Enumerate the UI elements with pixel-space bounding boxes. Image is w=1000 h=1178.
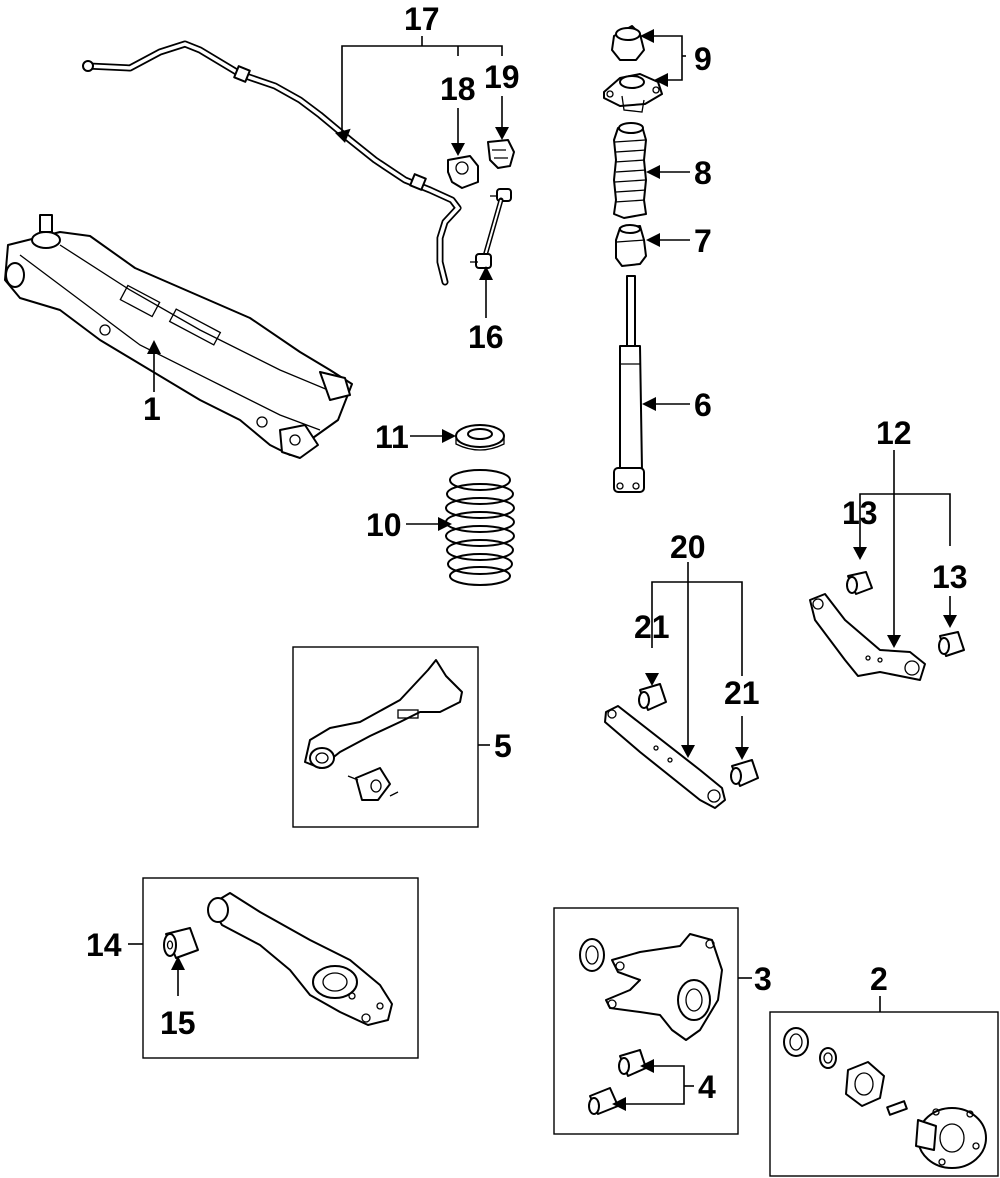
wheel-hub-bearing-drawing[interactable] bbox=[783, 1027, 987, 1169]
hub-box bbox=[769, 1011, 999, 1177]
callout-labels: 1 17 18 19 16 9 8 7 6 11 10 12 13 13 20 … bbox=[86, 1, 968, 1105]
lower-arm-bushing-drawing[interactable] bbox=[163, 927, 199, 959]
callout-9[interactable]: 9 bbox=[694, 41, 712, 77]
bump-stop-drawing[interactable] bbox=[615, 224, 647, 267]
lateral-link-bushing-a[interactable] bbox=[638, 683, 667, 711]
callout-13b[interactable]: 13 bbox=[932, 559, 968, 595]
lower-control-arm-drawing[interactable] bbox=[207, 892, 393, 1026]
callout-13a[interactable]: 13 bbox=[842, 495, 878, 531]
callout-4[interactable]: 4 bbox=[698, 1069, 716, 1105]
rear-knuckle-drawing[interactable] bbox=[579, 933, 723, 1041]
stabilizer-link-drawing[interactable] bbox=[470, 188, 512, 269]
knuckle-box bbox=[553, 907, 739, 1135]
callout-14[interactable]: 14 bbox=[86, 927, 122, 963]
callout-16[interactable]: 16 bbox=[468, 319, 504, 355]
callout-7[interactable]: 7 bbox=[694, 223, 712, 259]
knuckle-bushing-a[interactable] bbox=[618, 1049, 647, 1077]
control-arm-bushing-a[interactable] bbox=[846, 571, 873, 595]
stabilizer-bushing-drawing[interactable] bbox=[447, 155, 479, 189]
arrowheads bbox=[147, 29, 957, 1111]
shock-absorber-drawing[interactable] bbox=[613, 275, 645, 493]
callout-3[interactable]: 3 bbox=[754, 961, 772, 997]
callout-15[interactable]: 15 bbox=[160, 1005, 196, 1041]
control-arm-bushing-b[interactable] bbox=[938, 631, 965, 657]
callout-6[interactable]: 6 bbox=[694, 387, 712, 423]
stabilizer-bar-drawing[interactable] bbox=[82, 40, 462, 286]
callout-17[interactable]: 17 bbox=[404, 1, 440, 37]
coil-spring-drawing[interactable] bbox=[445, 469, 515, 586]
callout-19[interactable]: 19 bbox=[484, 59, 520, 95]
dust-boot-drawing[interactable] bbox=[613, 122, 647, 219]
knuckle-bushing-b[interactable] bbox=[588, 1087, 619, 1115]
stabilizer-bracket-drawing[interactable] bbox=[487, 139, 515, 169]
callout-21b[interactable]: 21 bbox=[724, 675, 760, 711]
spring-seat-drawing[interactable] bbox=[455, 424, 505, 451]
leader-lines bbox=[128, 35, 951, 1105]
callout-21a[interactable]: 21 bbox=[634, 609, 670, 645]
upper-mount-drawing[interactable] bbox=[603, 25, 663, 113]
trailing-arm-box bbox=[292, 646, 479, 828]
callout-2[interactable]: 2 bbox=[870, 961, 888, 997]
callout-1[interactable]: 1 bbox=[143, 391, 161, 427]
callout-18[interactable]: 18 bbox=[440, 71, 476, 107]
callout-12[interactable]: 12 bbox=[876, 415, 912, 451]
crossmember-subframe-drawing[interactable] bbox=[4, 214, 353, 459]
callout-11[interactable]: 11 bbox=[375, 419, 409, 455]
trailing-arm-drawing[interactable] bbox=[304, 659, 463, 801]
lower-arm-box bbox=[142, 877, 419, 1059]
callout-10[interactable]: 10 bbox=[366, 507, 402, 543]
upper-control-arm-drawing[interactable] bbox=[809, 593, 926, 681]
callout-20[interactable]: 20 bbox=[670, 529, 706, 565]
lateral-link-drawing[interactable] bbox=[604, 705, 726, 809]
lateral-link-bushing-b[interactable] bbox=[730, 759, 759, 787]
callout-8[interactable]: 8 bbox=[694, 155, 712, 191]
callout-5[interactable]: 5 bbox=[494, 728, 512, 764]
